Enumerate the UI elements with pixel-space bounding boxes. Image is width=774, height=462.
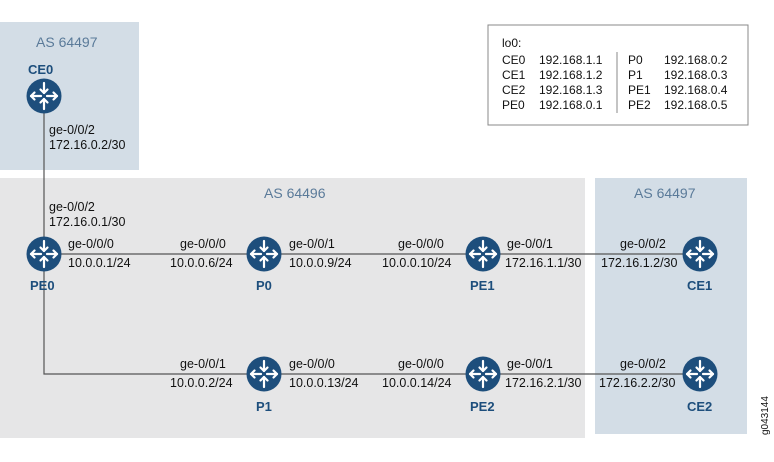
router-ce0-icon [25, 77, 63, 115]
legend-ip: 192.168.1.3 [539, 83, 603, 97]
if-pe1-ge001: ge-0/0/1 [507, 237, 553, 251]
ip-p1-pe2-link: 10.0.0.13/24 [289, 376, 359, 390]
ip-pe1-ce1-link: 172.16.1.1/30 [505, 256, 582, 270]
if-pe0-ge000: ge-0/0/0 [68, 237, 114, 251]
legend-ip: 192.168.0.2 [664, 53, 728, 67]
ip-pe2-ce2-link: 172.16.2.1/30 [505, 376, 582, 390]
router-ce1-icon [681, 235, 719, 273]
router-name-ce0: CE0 [28, 62, 53, 77]
if-pe2-ge001: ge-0/0/1 [507, 357, 553, 371]
if-ce0-ge002: ge-0/0/2 [49, 123, 95, 137]
legend-name: P1 [628, 68, 643, 82]
if-pe2-ge000: ge-0/0/0 [398, 357, 444, 371]
as-label-right: AS 64497 [634, 185, 696, 201]
if-p0-ge000: ge-0/0/0 [180, 237, 226, 251]
if-pe1-ge000: ge-0/0/0 [398, 237, 444, 251]
ip-ce1-link: 172.16.1.2/30 [601, 256, 678, 270]
legend-name: P0 [628, 53, 643, 67]
ip-p0-pe1-link: 10.0.0.9/24 [289, 256, 352, 270]
figure-id: g043144 [760, 396, 771, 435]
router-name-ce2: CE2 [687, 399, 712, 414]
legend-name: CE2 [502, 83, 526, 97]
router-pe2-icon [464, 355, 502, 393]
legend-name: CE1 [502, 68, 526, 82]
legend-ip: 192.168.1.1 [539, 53, 603, 67]
if-pe0-ge002: ge-0/0/2 [49, 200, 95, 214]
legend-ip: 192.168.0.4 [664, 83, 728, 97]
ip-p0-pe0-link: 10.0.0.6/24 [170, 256, 233, 270]
as-area-ce0 [0, 22, 139, 170]
legend-ip: 192.168.0.5 [664, 98, 728, 112]
legend-name: PE2 [628, 98, 651, 112]
legend-ip: 192.168.0.1 [539, 98, 603, 112]
router-name-p1: P1 [256, 399, 272, 414]
ip-pe1-p0-link: 10.0.0.10/24 [382, 256, 452, 270]
if-ce1-ge002: ge-0/0/2 [620, 237, 666, 251]
legend-ip: 192.168.1.2 [539, 68, 603, 82]
as-label-middle: AS 64496 [264, 185, 326, 201]
router-p1-icon [245, 355, 283, 393]
ip-ce0-link: 172.16.0.2/30 [49, 138, 126, 152]
router-p0-icon [245, 235, 283, 273]
legend-name: PE0 [502, 98, 525, 112]
ip-pe2-p1-link: 10.0.0.14/24 [382, 376, 452, 390]
router-name-pe2: PE2 [470, 399, 495, 414]
legend-name: PE1 [628, 83, 651, 97]
router-name-pe0: PE0 [30, 278, 55, 293]
if-ce2-ge002: ge-0/0/2 [620, 357, 666, 371]
router-name-pe1: PE1 [470, 278, 495, 293]
as-label-top-left: AS 64497 [36, 34, 98, 50]
legend-title: lo0: [502, 36, 521, 50]
ip-pe0-p0-link: 10.0.0.1/24 [68, 256, 131, 270]
as-area-ce [595, 178, 747, 434]
if-p1-ge001: ge-0/0/1 [180, 357, 226, 371]
as-area-core [0, 178, 585, 438]
ip-ce2-link: 172.16.2.2/30 [599, 376, 676, 390]
if-p0-ge001: ge-0/0/1 [289, 237, 335, 251]
legend-ip: 192.168.0.3 [664, 68, 728, 82]
ip-p1-pe0-link: 10.0.0.2/24 [170, 376, 233, 390]
router-name-p0: P0 [256, 278, 272, 293]
router-ce2-icon [681, 355, 719, 393]
router-pe1-icon [464, 235, 502, 273]
legend-name: CE0 [502, 53, 526, 67]
router-name-ce1: CE1 [687, 278, 712, 293]
loopback-legend: lo0: CE0 192.168.1.1 CE1 192.168.1.2 CE2… [487, 24, 749, 126]
if-p1-ge000: ge-0/0/0 [289, 357, 335, 371]
ip-pe0-ce0-link: 172.16.0.1/30 [49, 215, 126, 229]
router-pe0-icon [25, 235, 63, 273]
